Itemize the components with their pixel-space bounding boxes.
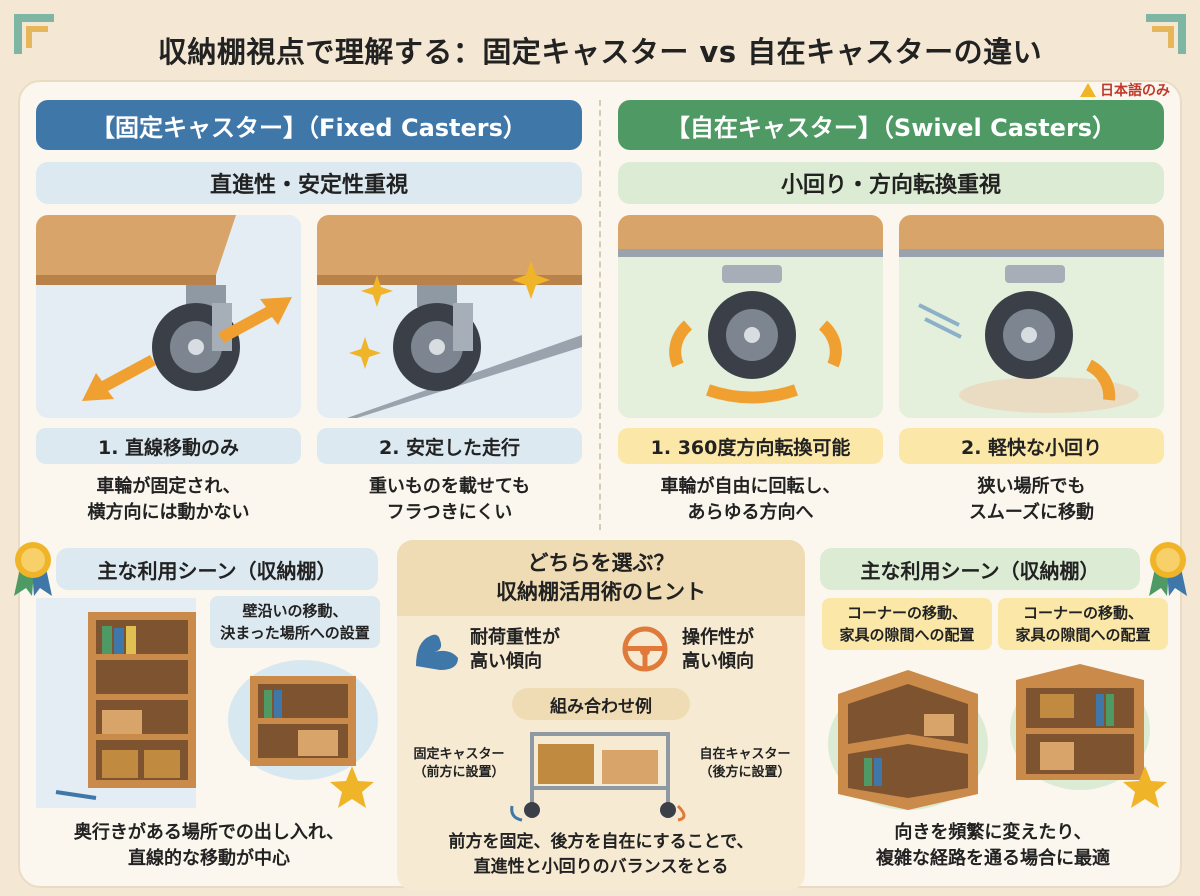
swivel-scene-heading: 主な利用シーン（収納棚） [820,548,1140,590]
desc-line: 狭い場所でも [977,476,1086,497]
tag-line: 決まった場所への設置 [220,624,370,642]
fixed-feature-2-label: 2. 安定した走行 [317,428,582,464]
fixed-feature-2-desc: 重いものを載せても フラつきにくい [317,474,582,526]
fixed-placement-note: 固定キャスター （前方に設置） [404,746,514,782]
swivel-subheading: 小回り・方向転換重視 [618,162,1164,204]
fixed-stable-illustration [317,215,582,418]
fixed-heading: 【固定キャスター】（Fixed Casters） [36,100,582,150]
medal-icon [1149,542,1187,596]
page-title-bar: 収納棚視点で理解する：固定キャスター vs 自在キャスターの違い [46,24,1154,76]
tag-line: 家具の隙間への配置 [1015,626,1151,644]
corner-shelf-illustration [828,670,988,810]
rotation-arrow-icon [1085,359,1116,401]
tag-line: コーナーの移動、 [846,604,967,622]
trait-load: 耐荷重性が 高い傾向 [470,626,560,674]
medal-icon [14,542,52,596]
fixed-subheading: 直進性・安定性重視 [36,162,582,204]
desc-line: フラつきにくい [386,502,513,523]
tag-line: 家具の隙間への配置 [839,626,975,644]
swivel-feature-1-label: 1. 360度方向転換可能 [618,428,883,464]
fixed-straight-illustration [36,215,301,418]
page-title: 収納棚視点で理解する：固定キャスター vs 自在キャスターの違い [157,35,1043,69]
desc-line: 奥行きがある場所での出し入れ、 [73,822,345,843]
tag-line: コーナーの移動、 [1022,604,1143,622]
direction-arrow-icon [218,297,292,343]
corner-cabinet-illustration [1010,664,1150,790]
corner-decoration [1142,14,1186,58]
trait-line: 高い傾向 [682,651,754,672]
star-badge-icon [330,766,374,808]
note-line: 自在キャスター [699,747,791,762]
desc-line: 直線的な移動が中心 [128,848,290,869]
desc-line: 車輪が自由に回転し、 [660,476,841,497]
desc-line: 重いものを載せても [368,476,531,497]
swivel-turn-illustration [899,215,1164,418]
combo-label: 組み合わせ例 [512,688,690,720]
desc-line: 向きを頻繁に変えたり、 [894,822,1092,843]
trait-line: 高い傾向 [470,651,542,672]
combo-desc: 前方を固定、後方を自在にすることで、 直進性と小回りのバランスをとる [410,830,792,880]
swivel-scene-desc: 向きを頻繁に変えたり、 複雑な経路を通る場合に最適 [820,820,1166,872]
bicep-icon [416,634,458,670]
fixed-scene-tag: 壁沿いの移動、 決まった場所への設置 [210,596,380,648]
desc-line: 複雑な経路を通る場合に最適 [876,848,1110,869]
direction-arrow-icon [82,355,156,401]
swivel-feature-2-desc: 狭い場所でも スムーズに移動 [899,474,1164,526]
language-note-label: 日本語のみ [1100,83,1170,99]
swivel-scene-tag-1: コーナーの移動、 家具の隙間への配置 [822,598,992,650]
bookshelf-illustration [36,598,196,808]
cabinet-illustration [228,660,378,780]
swivel-feature-2-label: 2. 軽快な小回り [899,428,1164,464]
rotation-arrow-icon [669,320,693,368]
swivel-360-illustration [618,215,883,418]
desc-line: あらゆる方向へ [687,502,814,523]
note-line: （前方に設置） [413,765,505,780]
language-note: 日本語のみ [1080,80,1170,100]
swivel-heading: 【自在キャスター】（Swivel Casters） [618,100,1164,150]
tips-heading-line: どちらを選ぶ？ [527,551,675,575]
corner-decoration [14,14,58,58]
desc-line: スムーズに移動 [968,502,1095,523]
desc-line: 車輪が固定され、 [96,476,241,497]
fixed-scene-desc: 奥行きがある場所での出し入れ、 直線的な移動が中心 [36,820,382,872]
fixed-feature-1-desc: 車輪が固定され、 横方向には動かない [36,474,301,526]
fixed-feature-1-label: 1. 直線移動のみ [36,428,301,464]
swivel-feature-1-desc: 車輪が自由に回転し、 あらゆる方向へ [618,474,883,526]
tips-heading-line: 収納棚活用術のヒント [496,580,706,604]
trait-handling: 操作性が 高い傾向 [682,626,754,674]
warning-icon [1080,83,1096,97]
swivel-scene-tag-2: コーナーの移動、 家具の隙間への配置 [998,598,1168,650]
trait-line: 耐荷重性が [470,627,560,648]
fixed-scene-heading: 主な利用シーン（収納棚） [56,548,378,590]
rotation-arrow-icon [818,320,842,368]
steering-wheel-icon [622,626,668,672]
column-divider [599,100,601,530]
star-badge-icon [1123,766,1167,808]
swivel-placement-note: 自在キャスター （後方に設置） [688,746,802,782]
trait-line: 操作性が [682,627,754,648]
note-line: （後方に設置） [699,765,791,780]
desc-line: 直進性と小回りのバランスをとる [473,857,729,877]
desc-line: 前方を固定、後方を自在にすることで、 [448,832,754,852]
tag-line: 壁沿いの移動、 [242,602,348,620]
tips-heading: どちらを選ぶ？ 収納棚活用術のヒント [397,540,805,616]
note-line: 固定キャスター [413,747,505,762]
cart-illustration [510,732,686,822]
desc-line: 横方向には動かない [87,502,250,523]
